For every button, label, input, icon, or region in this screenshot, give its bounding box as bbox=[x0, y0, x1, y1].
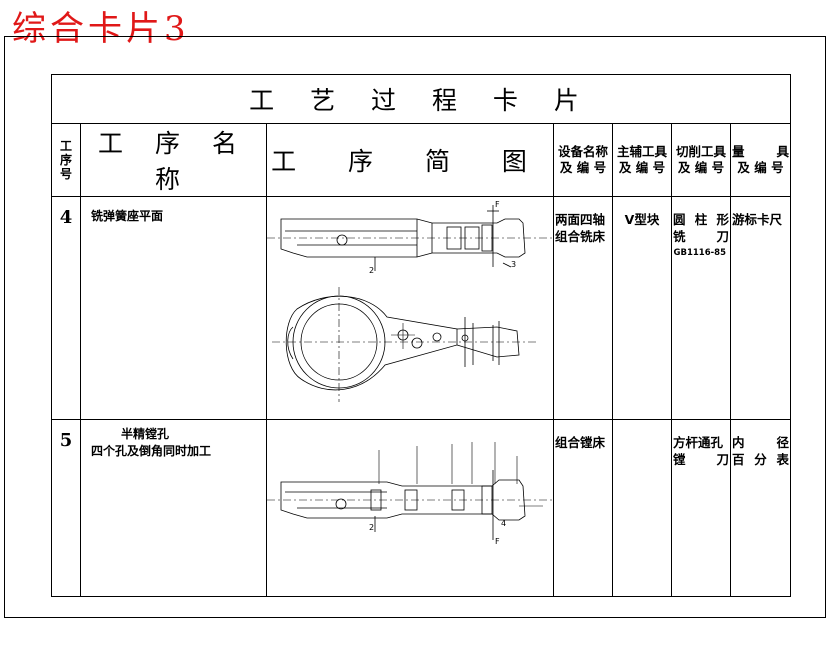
gauge-cell: 内 径 百 分 表 bbox=[730, 419, 791, 597]
sketch-cell: 2 4 F bbox=[266, 419, 554, 597]
step-number: 5 bbox=[51, 419, 81, 597]
sketch-label: F bbox=[495, 200, 500, 209]
sketch-label: F bbox=[495, 537, 500, 546]
outer-frame bbox=[4, 36, 826, 618]
sketch-cell: F 2 3 bbox=[266, 196, 554, 420]
header-cutting-tool: 切削工具及 编 号 bbox=[671, 123, 731, 197]
equipment-cell: 组合镗床 bbox=[553, 419, 613, 597]
header-step-no: 工序号 bbox=[51, 123, 81, 197]
process-card-table: 工 艺 过 程 卡 片 工序号 工 序 名 称 工 序 简 图 设备名称及 编 … bbox=[51, 74, 791, 597]
page-label: 综合卡片3 bbox=[12, 9, 190, 49]
step-name: 半精镗孔 四个孔及倒角同时加工 bbox=[80, 419, 267, 597]
cutting-tool-cell: 圆 柱 形 铣 刀 GB1116-85 bbox=[671, 196, 731, 420]
main-tool-cell: V型块 bbox=[612, 196, 672, 420]
header-row: 工序号 工 序 名 称 工 序 简 图 设备名称及 编 号 主辅工具及 编 号 … bbox=[51, 123, 791, 197]
table-row: 4 铣弹簧座平面 bbox=[51, 196, 791, 420]
header-gauge: 量 具及 编 号 bbox=[730, 123, 791, 197]
sketch-label: 2 bbox=[369, 266, 374, 275]
header-sketch: 工 序 简 图 bbox=[266, 123, 554, 197]
equipment-cell: 两面四轴组合铣床 bbox=[553, 196, 613, 420]
header-main-tool: 主辅工具及 编 号 bbox=[612, 123, 672, 197]
table-row: 5 半精镗孔 四个孔及倒角同时加工 bbox=[51, 419, 791, 597]
gauge-cell: 游标卡尺 bbox=[730, 196, 791, 420]
step-4-sketch: F 2 3 bbox=[267, 200, 554, 402]
step-5-sketch: 2 4 F bbox=[267, 442, 554, 546]
header-step-name: 工 序 名 称 bbox=[80, 123, 267, 197]
sketch-label: 2 bbox=[369, 523, 374, 532]
sketch-label: 3 bbox=[511, 260, 516, 269]
cutting-tool-cell: 方杆通孔 镗 刀 bbox=[671, 419, 731, 597]
step-number: 4 bbox=[51, 196, 81, 420]
header-equipment: 设备名称及 编 号 bbox=[553, 123, 613, 197]
card-title: 工 艺 过 程 卡 片 bbox=[51, 74, 791, 124]
sketch-label: 4 bbox=[501, 519, 506, 528]
step-name: 铣弹簧座平面 bbox=[80, 196, 267, 420]
main-tool-cell bbox=[612, 419, 672, 597]
